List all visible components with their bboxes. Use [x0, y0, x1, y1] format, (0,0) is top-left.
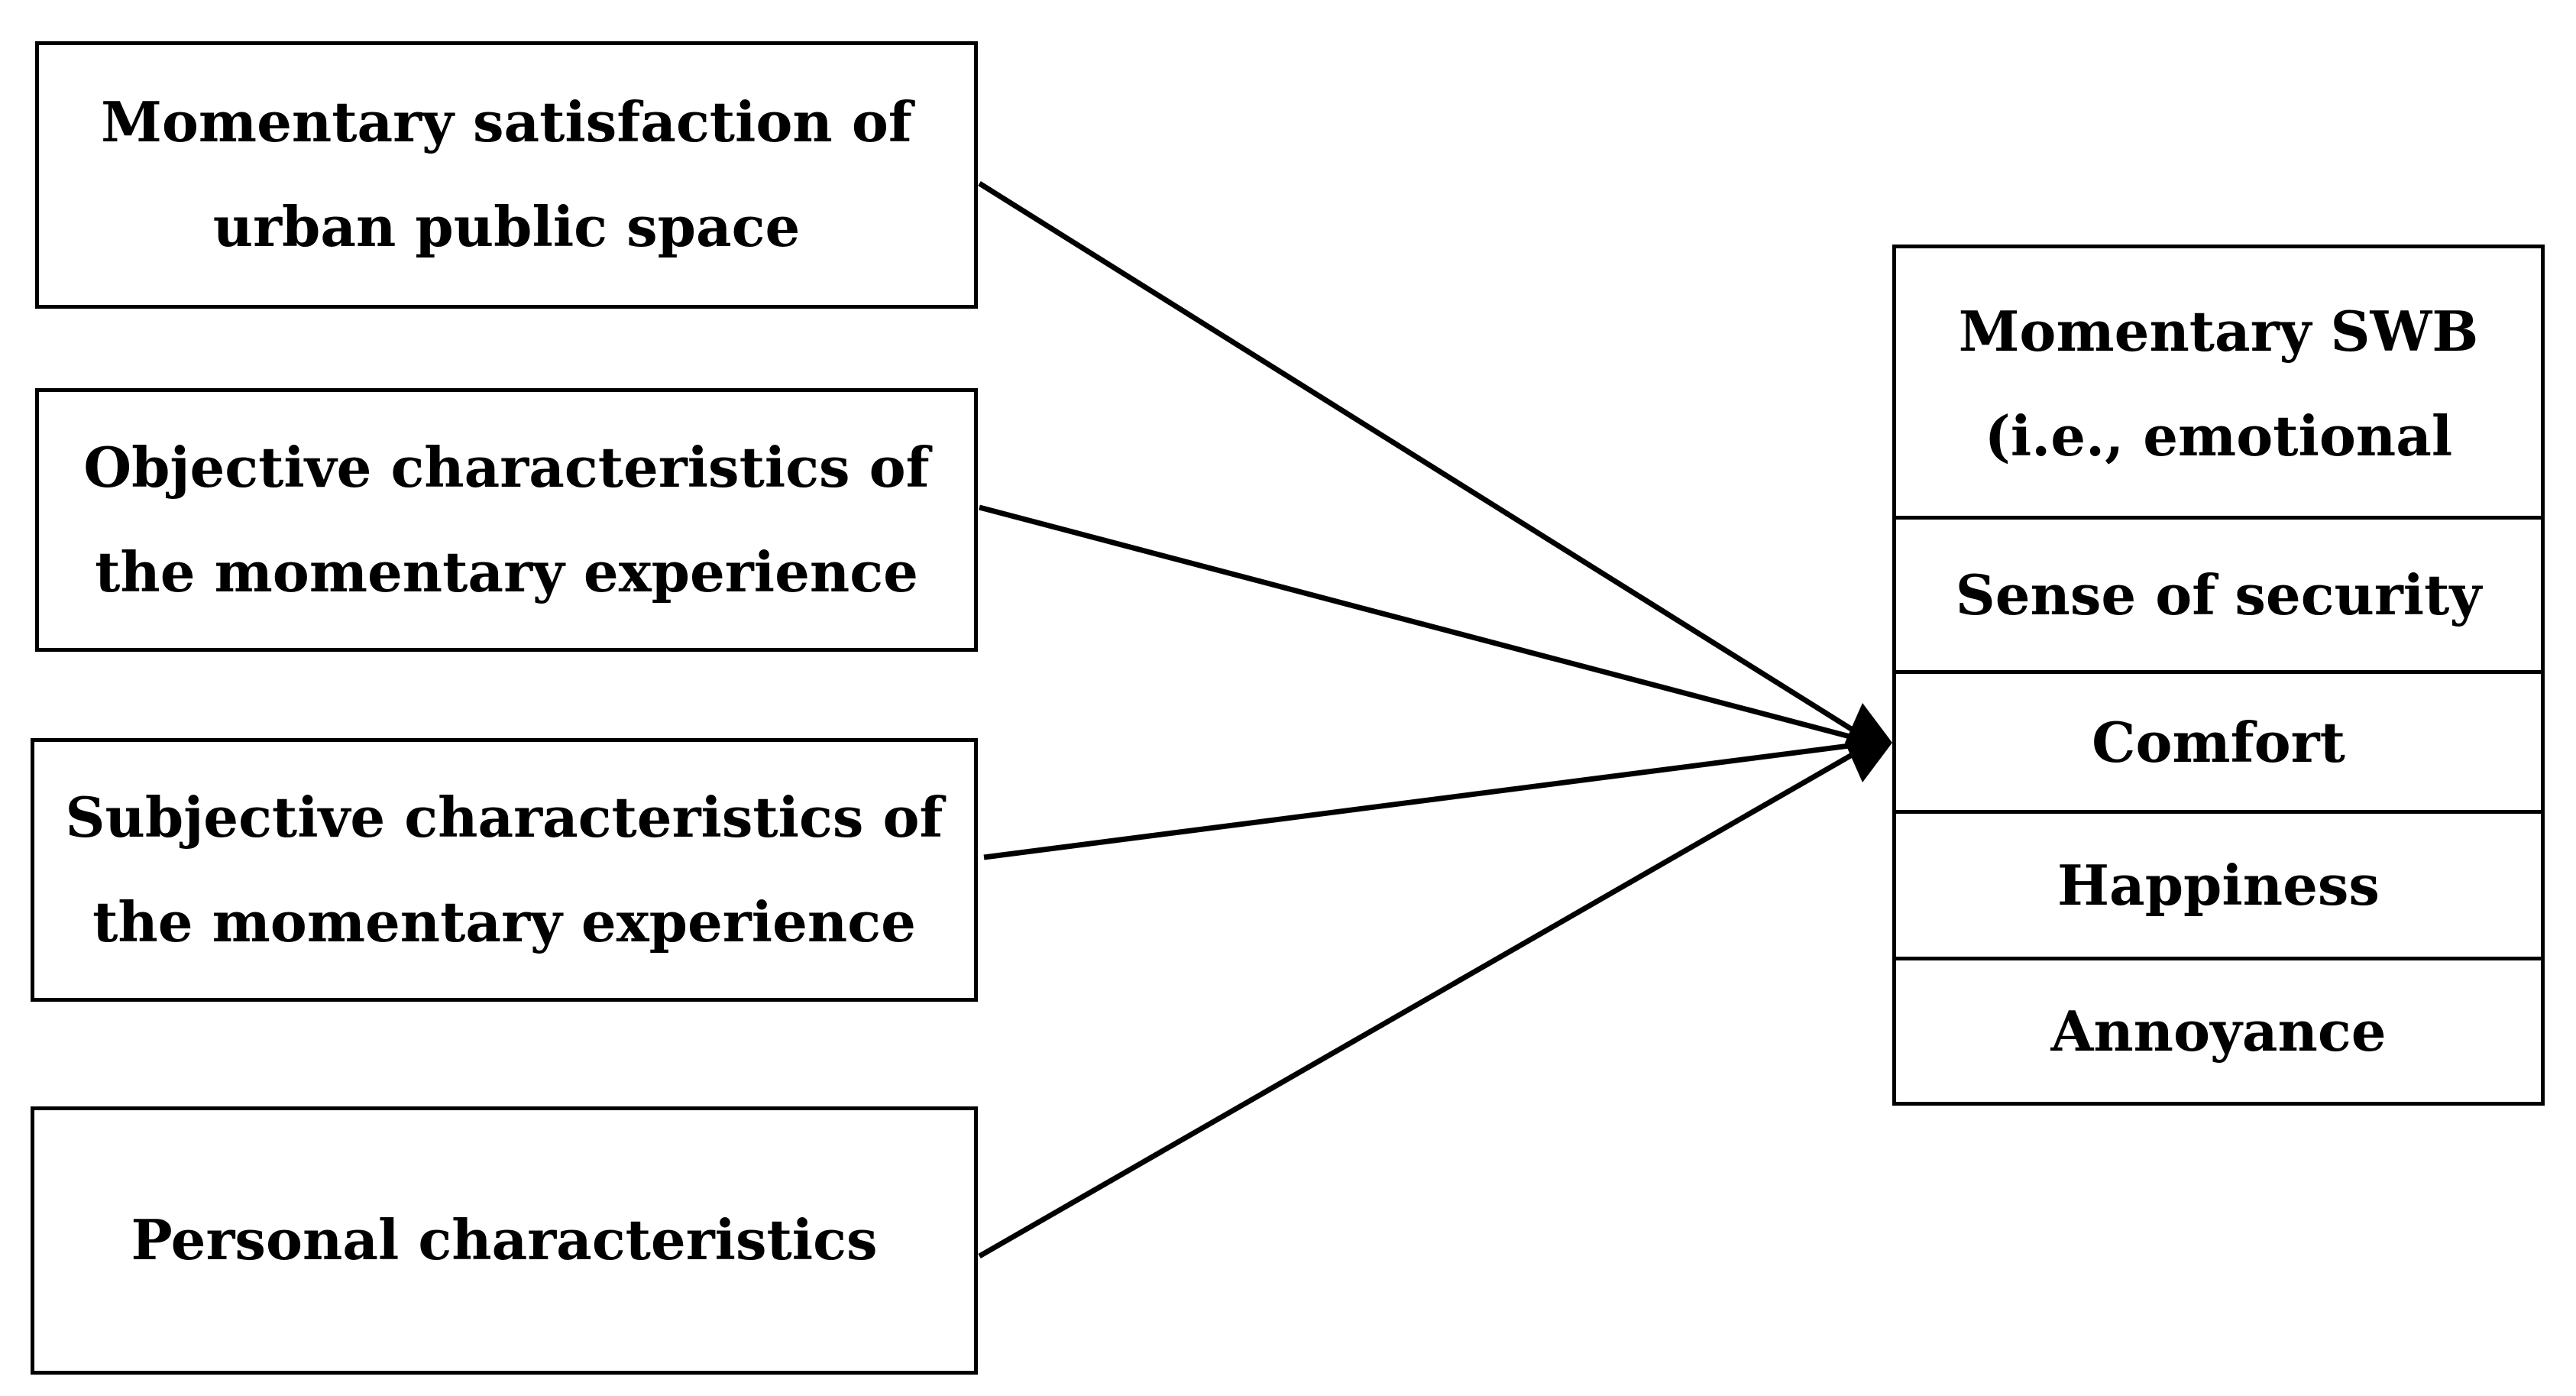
- outcome-box-momentary-swb: Momentary SWB (i.e., emotional Sense of …: [1892, 245, 2545, 1106]
- input-label-objective-characteristics: Objective characteristics of the momenta…: [83, 434, 930, 604]
- input-box-personal-characteristics: Personal characteristics: [31, 1106, 978, 1375]
- outcome-item-comfort: Comfort: [1896, 674, 2541, 814]
- outcome-item-annoyance: Annoyance: [2050, 999, 2387, 1064]
- input-box-objective-characteristics: Objective characteristics of the momenta…: [35, 388, 978, 652]
- input-label-momentary-satisfaction: Momentary satisfaction of urban public s…: [101, 89, 912, 259]
- arrow-line-subjective: [983, 740, 1874, 860]
- outcome-header: Momentary SWB (i.e., emotional: [1896, 248, 2541, 520]
- input-label-subjective-characteristics: Subjective characteristics of the moment…: [65, 784, 943, 954]
- arrow-line-objective: [979, 504, 1874, 746]
- arrow-line-satisfaction: [978, 181, 1875, 745]
- outcome-item-happiness: Happiness: [1896, 814, 2541, 960]
- input-box-subjective-characteristics: Subjective characteristics of the moment…: [31, 738, 978, 1002]
- outcome-item-sense-of-security: Sense of security: [1896, 520, 2541, 674]
- arrowhead-icon: [1845, 703, 1892, 782]
- arrow-line-personal: [978, 740, 1875, 1259]
- input-label-personal-characteristics: Personal characteristics: [131, 1207, 878, 1273]
- input-box-momentary-satisfaction: Momentary satisfaction of urban public s…: [35, 41, 978, 309]
